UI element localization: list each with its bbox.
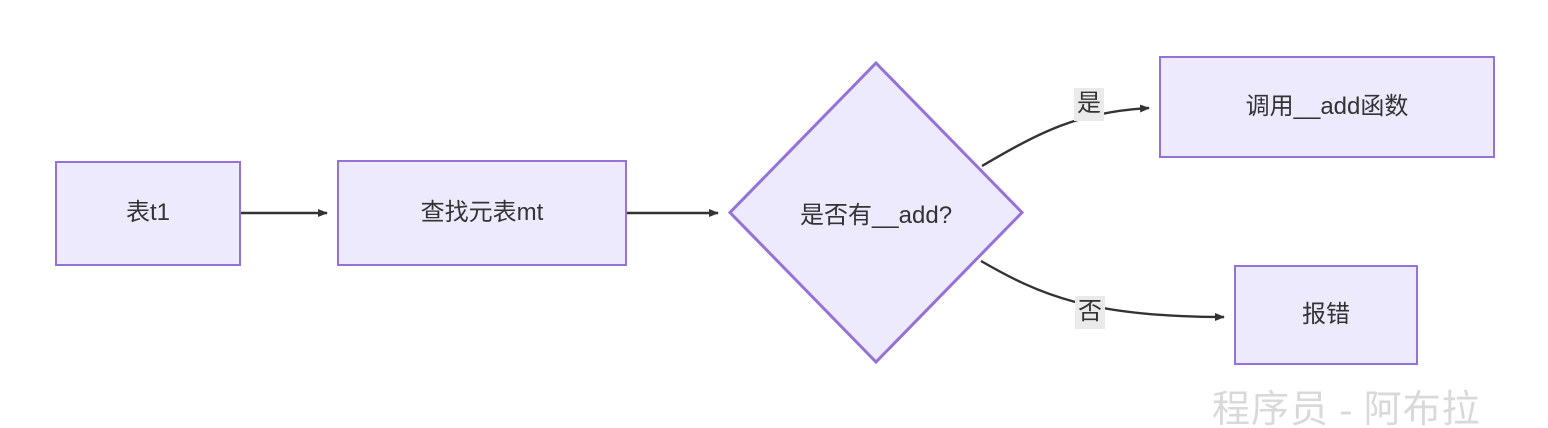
node-decision-has-add[interactable]: 是否有__add?: [728, 61, 1024, 364]
node-label-calladd: 调用__add函数: [1245, 92, 1409, 120]
node-label-decision: 是否有__add?: [799, 202, 953, 229]
node-report-error[interactable]: 报错: [1234, 265, 1418, 365]
node-label-mt: 查找元表mt: [420, 198, 544, 226]
diamond-shape: [728, 61, 1024, 364]
node-call-add-function[interactable]: 调用__add函数: [1159, 56, 1495, 158]
node-table-t1[interactable]: 表t1: [55, 161, 241, 266]
node-lookup-metatable-mt[interactable]: 查找元表mt: [337, 160, 627, 266]
watermark: 程序员 - 阿布拉: [1212, 389, 1481, 428]
node-label-t1: 表t1: [125, 199, 170, 227]
node-label-error: 报错: [1302, 300, 1350, 328]
edge-label-no: 否: [1075, 296, 1105, 329]
edge-label-yes: 是: [1074, 88, 1104, 121]
